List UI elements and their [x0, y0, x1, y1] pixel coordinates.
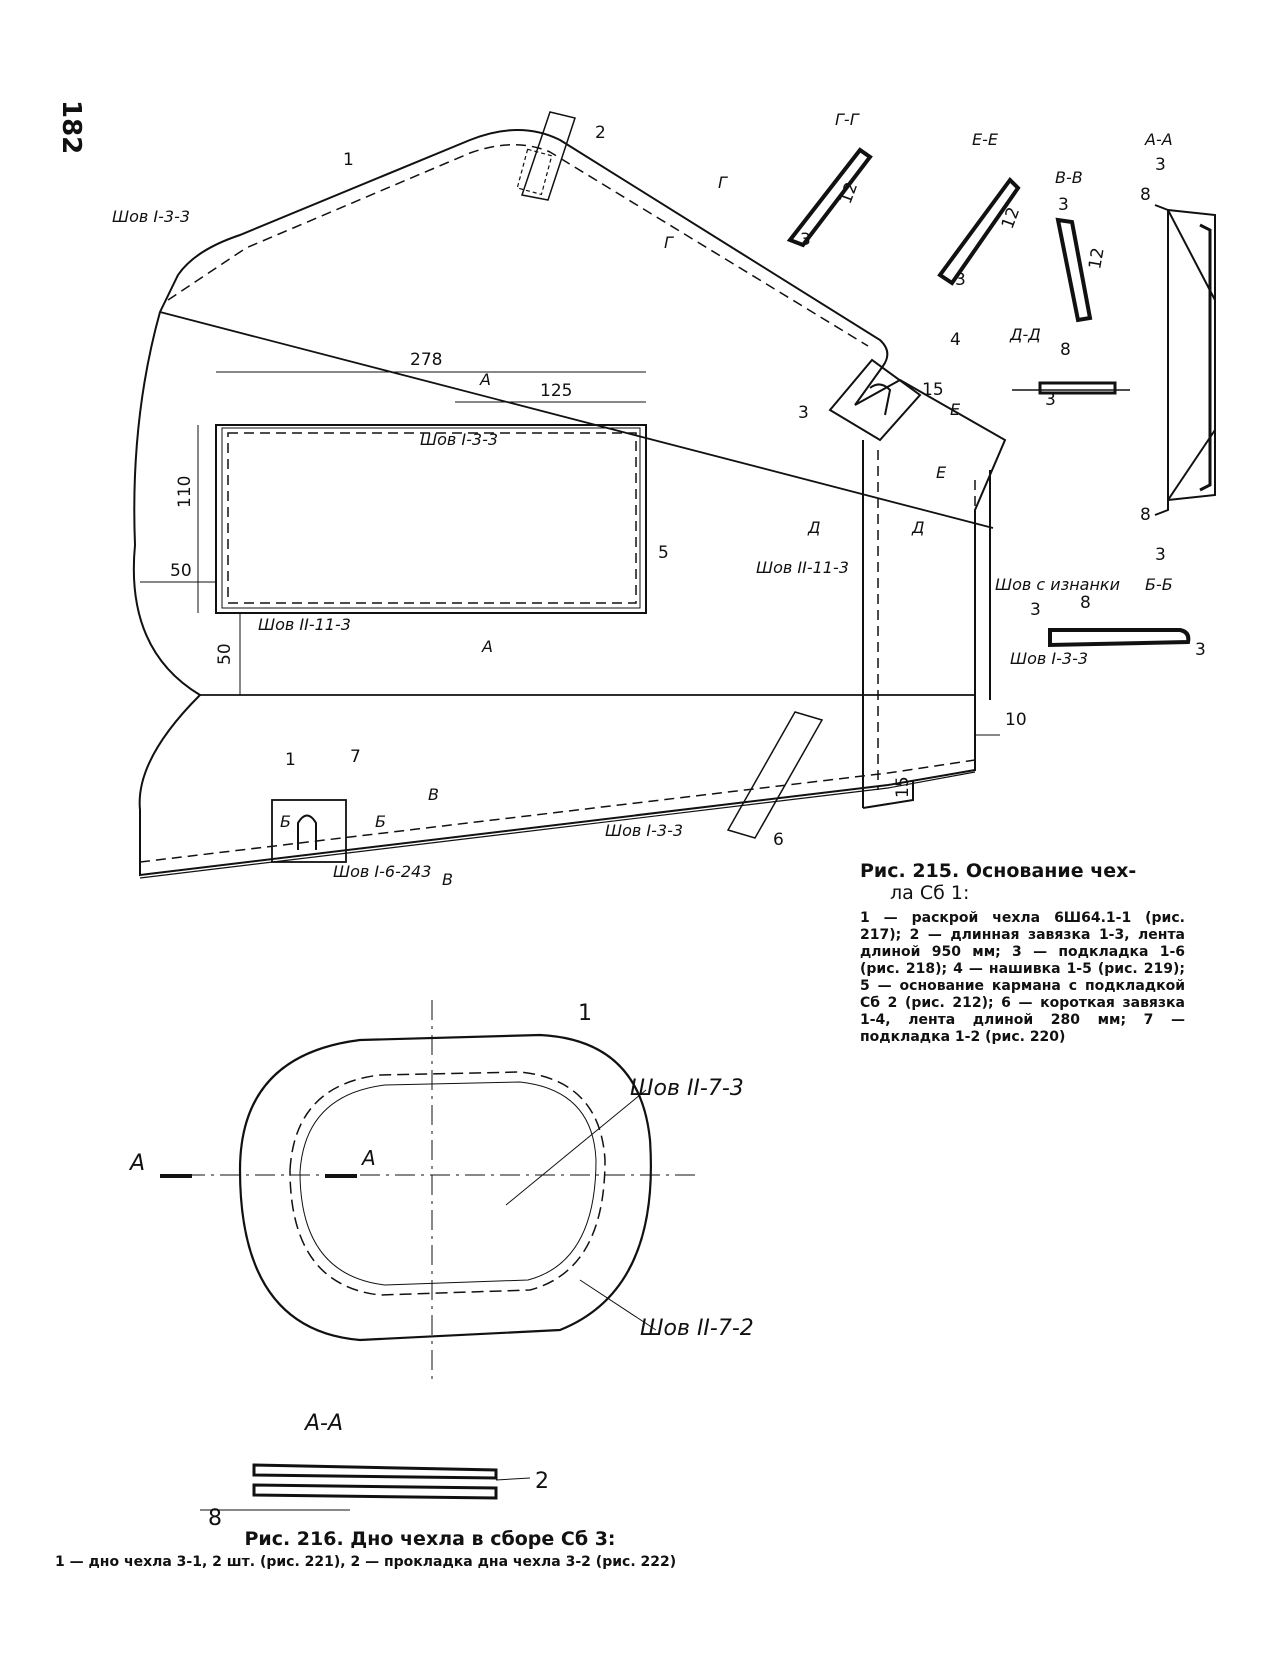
dim-15-bottom: 15 [893, 776, 913, 798]
mark-b2: Б [375, 812, 386, 831]
seam-label-ii72: Шов II-7-2 [640, 1316, 754, 1341]
dim-3-ee: 3 [955, 270, 966, 290]
dim-12-vv: 12 [1085, 246, 1108, 271]
seam-label-i33-bottom: Шов I-3-3 [605, 821, 683, 840]
dim-8-aa-top: 8 [1140, 185, 1151, 205]
cover-base-outline [132, 129, 1007, 879]
mark-v2: В [442, 870, 453, 889]
figure-215-caption: Рис. 215. Основание чех- ла Сб 1: 1 — ра… [860, 860, 1185, 1046]
dim-3-aa-top: 3 [1155, 155, 1166, 175]
callout-2-bottom: 2 [535, 1469, 549, 1494]
figure-215-legend: 1 — раскрой чехла 6Ш64.1-1 (рис. 217); 2… [860, 910, 1185, 1045]
mark-g2: Г [664, 233, 674, 252]
figure-216-title: Рис. 216. Дно чехла в сборе Сб 3: [244, 1528, 616, 1550]
seam-label-i33-pocket: Шов I-3-3 [420, 430, 498, 449]
callout-1-bottom: 1 [578, 1001, 592, 1026]
seam-label-i6243: Шов I-6-243 [333, 862, 431, 881]
callout-2: 2 [595, 123, 606, 143]
callout-7: 7 [350, 747, 361, 767]
dim-8-dd: 8 [1060, 340, 1071, 360]
mark-e1: Е [950, 400, 961, 419]
seam-label-i33-right: Шов I-3-3 [1010, 649, 1088, 668]
seam-label-inside: Шов с изнанки [995, 575, 1120, 594]
section-aa-bottom: А-А [303, 1411, 343, 1436]
dim-50-vertical: 50 [215, 643, 235, 665]
callout-6: 6 [773, 830, 784, 850]
strip-nashivka [862, 440, 991, 809]
section-dd: Д-Д [1009, 325, 1041, 344]
dim-3-dd: 3 [1045, 390, 1056, 410]
callout-1: 1 [343, 150, 354, 170]
dim-50-horizontal: 50 [170, 561, 192, 581]
dim-8-aa-bottom: 8 [1140, 505, 1151, 525]
figure-215-title: Рис. 215. Основание чех- [860, 860, 1137, 882]
pocket-rectangle [215, 424, 647, 614]
mark-b1: Б [280, 812, 291, 831]
mark-e2: Е [936, 463, 947, 482]
mark-d1: Д [807, 518, 821, 537]
lining-7 [271, 799, 347, 863]
seam-label-i33-top: Шов I-3-3 [112, 207, 190, 226]
section-gg: Г-Г [835, 110, 860, 129]
ribbon-2 [521, 111, 576, 201]
section-bb: Б-Б [1145, 575, 1173, 594]
dim-3-bb-right: 3 [1195, 640, 1206, 660]
ribbon-6 [726, 711, 824, 839]
dim-3-vv: 3 [1058, 195, 1069, 215]
figure-216-caption: Рис. 216. Дно чехла в сборе Сб 3: 1 — дн… [0, 1528, 1272, 1570]
dim-3-bb-left: 3 [1030, 600, 1041, 620]
callout-3: 3 [798, 403, 809, 423]
dim-8-bb: 8 [1080, 593, 1091, 613]
mark-g1: Г [718, 173, 728, 192]
dim-10: 10 [1005, 710, 1027, 730]
dim-8-bottom: 8 [208, 1506, 222, 1531]
section-aa: А-А [1144, 130, 1173, 149]
dim-15-top: 15 [922, 380, 944, 400]
mark-d2: Д [911, 518, 925, 537]
dim-3-gg: 3 [800, 230, 811, 250]
seam-label-ii113-pocket: Шов II-11-3 [258, 615, 351, 634]
callout-1-lining: 1 [285, 750, 296, 770]
bottom-oval [160, 1000, 700, 1380]
dim-3-aa-bottom: 3 [1155, 545, 1166, 565]
lining-3-shape [828, 358, 922, 442]
callout-5: 5 [658, 543, 669, 563]
mark-a-center: А [360, 1146, 376, 1170]
figure-215-title-2: ла Сб 1: [890, 882, 970, 904]
section-ee: Е-Е [972, 130, 999, 149]
callout-4: 4 [950, 330, 961, 350]
mark-a2: А [481, 637, 493, 656]
seam-label-ii73: Шов II-7-3 [630, 1076, 744, 1101]
dim-110: 110 [175, 476, 195, 508]
mark-a-left: А [128, 1151, 145, 1176]
mark-v1: В [428, 785, 439, 804]
mark-a1: А [479, 370, 491, 389]
figure-216-legend: 1 — дно чехла 3-1, 2 шт. (рис. 221), 2 —… [55, 1554, 677, 1570]
dim-12-gg: 12 [836, 180, 862, 207]
dim-278: 278 [410, 350, 442, 370]
section-vv: В-В [1055, 168, 1083, 187]
seam-label-ii113-strip: Шов II-11-3 [756, 558, 849, 577]
dim-125: 125 [540, 381, 572, 401]
